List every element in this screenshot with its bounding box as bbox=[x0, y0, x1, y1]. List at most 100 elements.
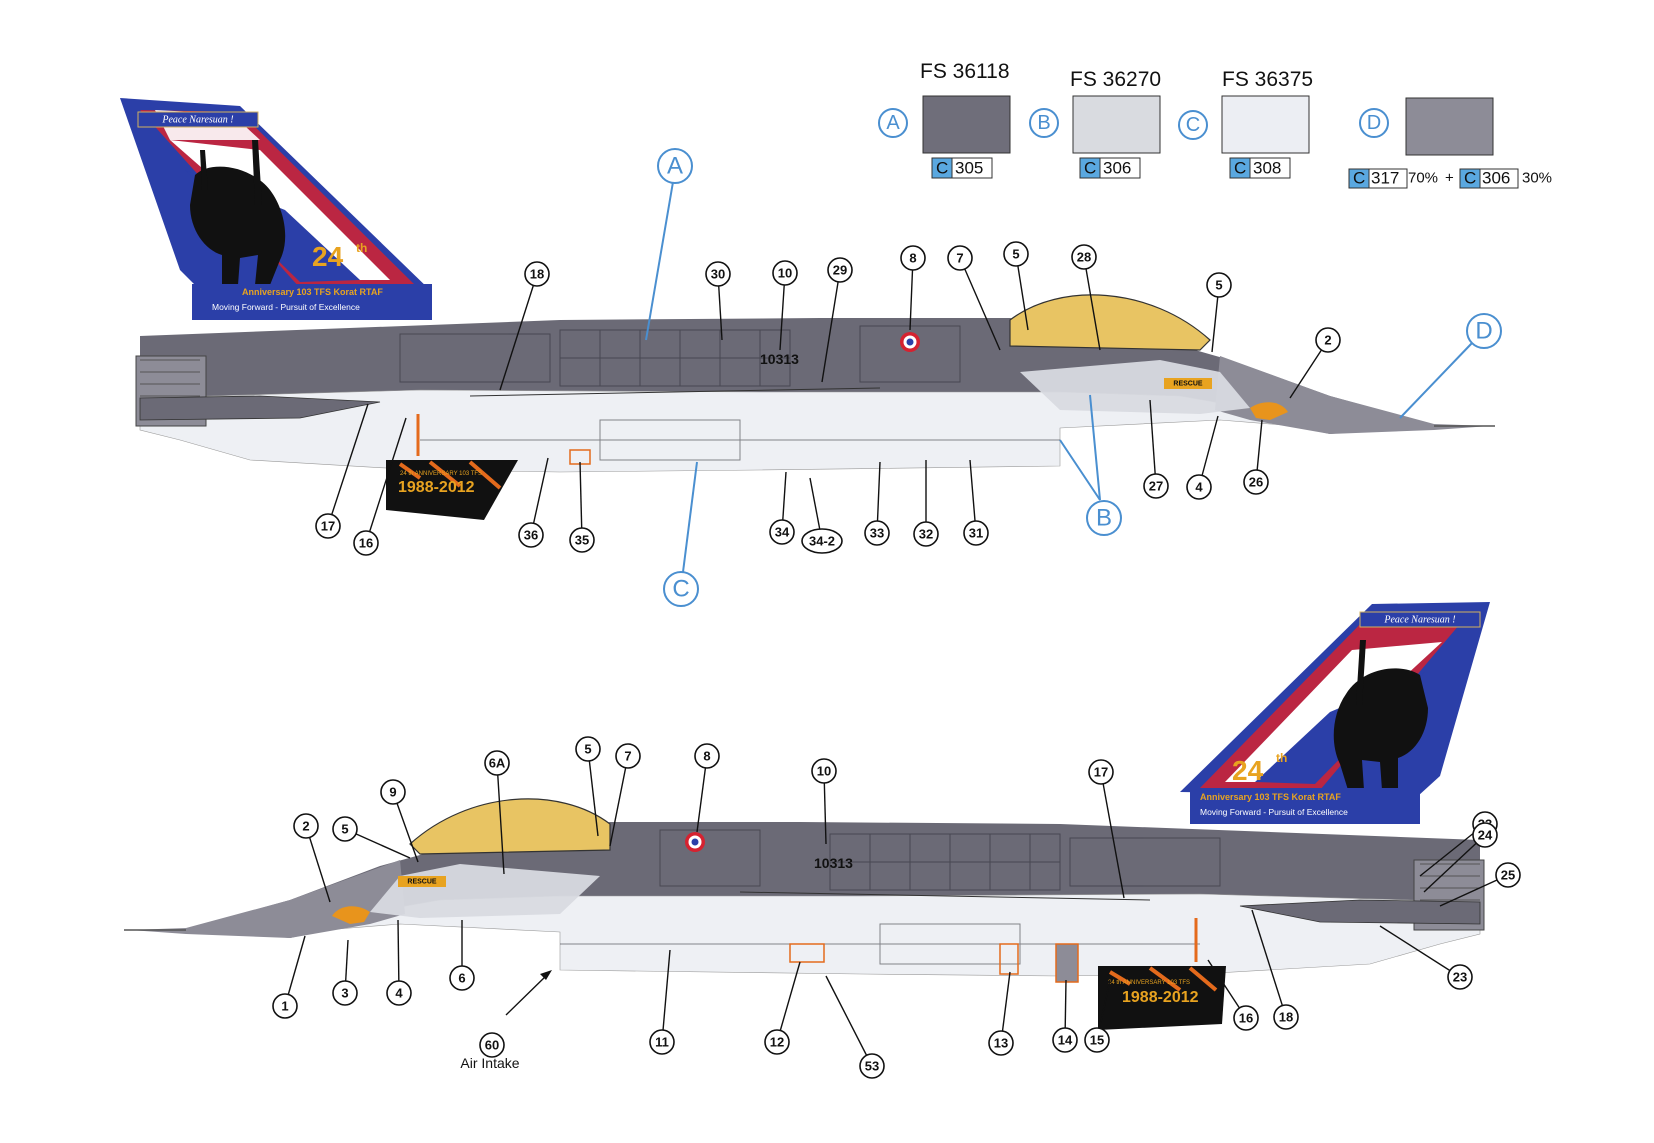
callout-bottom-label-24: 24 bbox=[1478, 828, 1493, 843]
callout-top-label-4: 4 bbox=[1195, 480, 1203, 495]
tail-banner-box bbox=[137, 111, 259, 128]
callout-bottom-label-17: 17 bbox=[1094, 765, 1108, 780]
swatch-d-color bbox=[1405, 97, 1494, 156]
callout-top-label-5: 5 bbox=[1215, 278, 1222, 293]
callout-bottom-marker-23 bbox=[1447, 964, 1473, 990]
callout-bottom-label-10: 10 bbox=[817, 764, 831, 779]
callout-bottom-label-8: 8 bbox=[703, 749, 710, 764]
callout-top-label-36: 36 bbox=[524, 528, 538, 543]
rescue-text: RESCUE bbox=[1173, 381, 1203, 388]
callout-top-label-10: 10 bbox=[778, 266, 792, 281]
callout-top-leader-7 bbox=[959, 257, 1001, 351]
canopy bbox=[409, 798, 611, 855]
callout-bottom-label-9: 9 bbox=[389, 785, 396, 800]
anniversary-badge: 24 th ANNIVERSARY 103 TFS 1988-2012 bbox=[386, 460, 518, 520]
callout-top-label-18: 18 bbox=[530, 267, 544, 282]
callout-top-label-35: 35 bbox=[575, 533, 589, 548]
callout-top-label-32: 32 bbox=[919, 527, 933, 542]
callout-bottom-marker-4 bbox=[386, 980, 412, 1006]
callout-bottom-label-14: 14 bbox=[1058, 1033, 1073, 1048]
callout-top-marker-34 bbox=[769, 519, 795, 545]
callout-top-label-27: 27 bbox=[1149, 479, 1163, 494]
callout-bottom-label-13: 13 bbox=[994, 1036, 1008, 1051]
nose-cone bbox=[130, 860, 405, 938]
tail-banner-box bbox=[1359, 611, 1481, 628]
callout-top-label-17: 17 bbox=[321, 519, 335, 534]
rescue-text: RESCUE bbox=[407, 879, 437, 886]
swatch-d-code2-prefix: C bbox=[1464, 169, 1476, 188]
swatch-b-color bbox=[1072, 95, 1161, 154]
callout-top-marker-8 bbox=[900, 245, 926, 271]
callout-bottom-label-25: 25 bbox=[1501, 868, 1515, 883]
swatch-d: D C 317 70% + C 306 30% bbox=[1348, 97, 1552, 189]
callout-bottom-marker-13 bbox=[988, 1030, 1014, 1056]
callout-bottom-marker-8 bbox=[694, 743, 720, 769]
callout-top-marker-5 bbox=[1003, 241, 1029, 267]
callout-top-marker-35 bbox=[569, 527, 595, 553]
callout-bottom-leader-24 bbox=[1423, 834, 1486, 893]
callout-bottom-label-60: 60 bbox=[485, 1038, 499, 1053]
tail-subtitle: Anniversary 103 TFS Korat RTAF bbox=[242, 287, 383, 297]
callout-bottom-marker-1 bbox=[272, 993, 298, 1019]
callout-bottom-label-6A: 6A bbox=[489, 756, 506, 771]
callout-bottom-label-2: 2 bbox=[302, 819, 309, 834]
callout-bottom-leader-2 bbox=[305, 825, 331, 903]
callout-top-leader-16 bbox=[365, 417, 407, 544]
swatch-b: FS 36270 C 306 B bbox=[1029, 68, 1161, 179]
callout-top-label-16: 16 bbox=[359, 536, 373, 551]
callout-top-marker-17 bbox=[315, 513, 341, 539]
swatch-c-code: 308 bbox=[1253, 159, 1281, 178]
callout-top-label-33: 33 bbox=[870, 526, 884, 541]
callout-top-label-2: 2 bbox=[1324, 333, 1331, 348]
callout-top-label-8: 8 bbox=[909, 251, 916, 266]
swatch-c-color bbox=[1221, 95, 1310, 154]
callout-bottom-label-6: 6 bbox=[458, 971, 465, 986]
callout-top-label-26: 26 bbox=[1249, 475, 1263, 490]
callout-bottom-label-3: 3 bbox=[341, 986, 348, 1001]
swatch-c-code-box bbox=[1249, 157, 1291, 179]
tail-anniversary-number: 24 bbox=[312, 241, 344, 272]
callout-top-leader-28 bbox=[1083, 256, 1101, 351]
swatch-b-code: 306 bbox=[1103, 159, 1131, 178]
serial-number: 10313 bbox=[760, 351, 799, 367]
swatch-d-code1-prefix: C bbox=[1353, 169, 1365, 188]
roundel bbox=[685, 832, 705, 852]
tail-anniversary-number: 24 bbox=[1232, 755, 1264, 786]
callout-bottom-leader-23 bbox=[1379, 925, 1461, 978]
callout-bottom-marker-15 bbox=[1084, 1027, 1110, 1053]
callout-top-marker-31 bbox=[963, 520, 989, 546]
swatch-a-code-box bbox=[951, 157, 993, 179]
callout-bottom-marker-25 bbox=[1495, 862, 1521, 888]
tail-motto: Moving Forward - Pursuit of Excellence bbox=[1200, 807, 1348, 817]
swatch-b-code-prefix: C bbox=[1084, 159, 1096, 178]
callout-bottom-label-53: 53 bbox=[865, 1059, 879, 1074]
callout-top-leader-35 bbox=[579, 461, 583, 541]
callout-top-leader-18 bbox=[499, 273, 538, 391]
callout-top-marker-18 bbox=[524, 261, 550, 287]
aircraft-bottom-profile: Peace Naresuan ! 24 th Anniversary 103 T… bbox=[124, 602, 1490, 1030]
forward-fuselage-b bbox=[1020, 360, 1250, 414]
callout-bottom-leader-53 bbox=[825, 975, 873, 1067]
callout-bottom-label-1: 1 bbox=[281, 999, 288, 1014]
swatch-d-code2: 306 bbox=[1482, 169, 1510, 188]
callout-top-marker-32 bbox=[913, 521, 939, 547]
aircraft-top-profile: Peace Naresuan ! 24 th Anniversary 103 T… bbox=[120, 98, 1495, 520]
callout-bottom-leader-12 bbox=[776, 961, 801, 1043]
swatch-d-zone: D bbox=[1367, 112, 1381, 134]
callout-bottom-leader-18 bbox=[1251, 909, 1287, 1018]
callout-bottom-marker-11 bbox=[649, 1029, 675, 1055]
callout-bottom-label-23: 23 bbox=[1453, 970, 1467, 985]
tail-fin: Peace Naresuan ! 24 th bbox=[120, 98, 432, 295]
horizontal-stabilizer bbox=[1239, 899, 1481, 925]
swatch-a-fs: FS 36118 bbox=[920, 60, 1010, 83]
callout-bottom-leader-7 bbox=[609, 755, 629, 847]
callout-bottom-label-12: 12 bbox=[770, 1035, 784, 1050]
tail-base-band bbox=[1190, 788, 1420, 824]
callout-bottom-label-18: 18 bbox=[1279, 1010, 1293, 1025]
serial-number: 10313 bbox=[814, 855, 853, 871]
callout-bottom-marker-12 bbox=[764, 1029, 790, 1055]
callout-top-leader-29 bbox=[821, 269, 841, 383]
callout-top-label-34: 34 bbox=[775, 525, 790, 540]
callout-bottom-marker-5 bbox=[332, 816, 358, 842]
callout-top-marker-34-2 bbox=[801, 528, 843, 554]
